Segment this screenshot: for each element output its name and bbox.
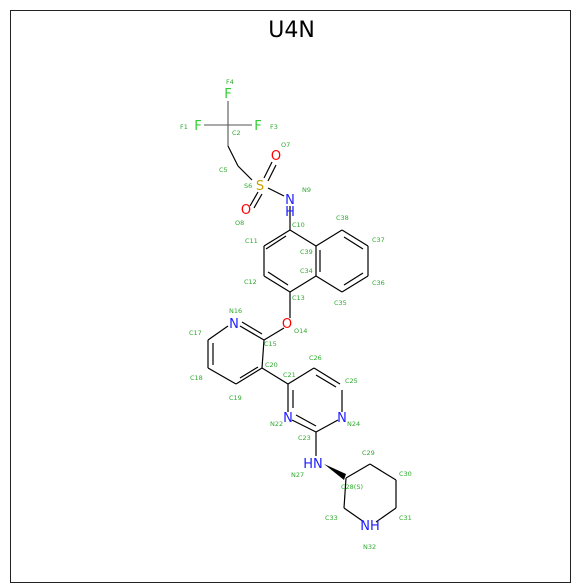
label-n9: N9 [302, 186, 311, 194]
label-o14: O14 [294, 327, 307, 335]
label-c10: C10 [292, 221, 305, 229]
label-n32: N32 [363, 543, 376, 551]
label-f1: F1 [180, 123, 188, 131]
atom-n24: N [337, 411, 347, 426]
atom-o8: O [241, 203, 251, 218]
atom-n32: NH [360, 519, 380, 534]
label-o7: O7 [281, 141, 290, 149]
label-c36: C36 [372, 279, 385, 287]
atom-o7: O [271, 149, 281, 164]
label-c20: C20 [265, 361, 278, 369]
label-c21: C21 [283, 371, 296, 379]
atom-n27: HN [303, 457, 323, 472]
label-c5: C5 [219, 166, 228, 174]
label-c11: C11 [245, 237, 258, 245]
label-c29: C29 [362, 449, 375, 457]
label-n27: N27 [291, 471, 304, 479]
label-c26: C26 [309, 354, 322, 362]
atom-f1: F [194, 119, 201, 134]
atom-index-labels: F4 F1 F3 C2 C5 O7 S6 N9 O8 C10 C38 C11 C… [180, 78, 412, 551]
label-c2: C2 [232, 129, 241, 137]
label-s6: S6 [244, 182, 252, 190]
atom-n9: N [285, 193, 295, 208]
atom-n16: N [229, 317, 239, 332]
label-c23: C23 [298, 434, 311, 442]
label-f3: F3 [270, 123, 278, 131]
label-c33: C33 [325, 514, 338, 522]
heteroatoms: F F F O S O N H O N N N HN NH [192, 87, 380, 534]
atom-n9-h: H [285, 205, 295, 220]
label-c37: C37 [372, 236, 385, 244]
bonds [204, 100, 397, 523]
label-c17: C17 [189, 329, 202, 337]
atom-f4: F [224, 87, 231, 102]
atom-f3: F [254, 119, 261, 134]
label-c28: C28(S) [341, 483, 363, 491]
molecule-title: U4N [268, 18, 315, 43]
label-c39: C39 [300, 248, 313, 256]
atom-s6: S [256, 179, 264, 194]
label-c30: C30 [399, 470, 412, 478]
label-c18: C18 [190, 374, 203, 382]
atom-n22: N [283, 411, 293, 426]
label-c13: C13 [292, 294, 305, 302]
label-c31: C31 [399, 514, 412, 522]
label-c25: C25 [345, 377, 358, 385]
label-c19: C19 [229, 394, 242, 402]
label-c15: C15 [264, 340, 277, 348]
label-n22: N22 [270, 420, 283, 428]
label-o8: O8 [235, 219, 244, 227]
label-n24: N24 [347, 420, 360, 428]
atom-o14: O [282, 317, 292, 332]
label-c35: C35 [334, 299, 347, 307]
label-n16: N16 [229, 307, 242, 315]
label-c38: C38 [336, 214, 349, 222]
label-c34: C34 [300, 267, 313, 275]
label-f4: F4 [226, 78, 234, 86]
label-c12: C12 [244, 278, 257, 286]
